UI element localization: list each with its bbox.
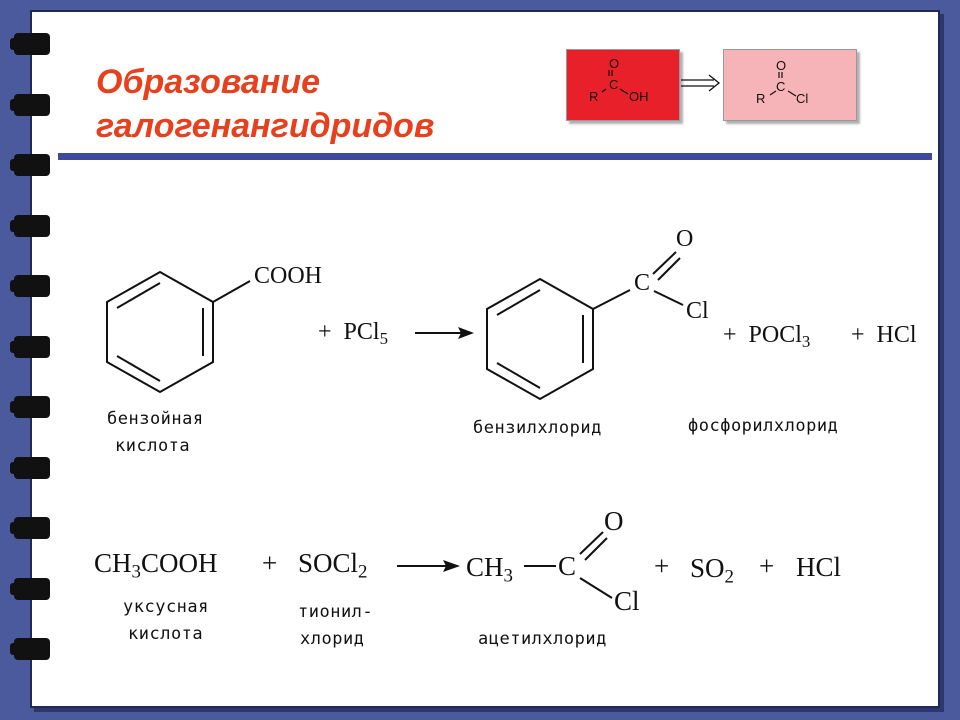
byproduct-so2: SO2 [690,553,734,587]
byproduct-hcl: + HCl [851,322,917,349]
plus-sign: + [759,551,775,581]
label-benzoic-acid-2: кислота [115,436,191,456]
product2-cl-atom: Cl [614,586,640,616]
acid-c-atom: C [609,77,619,92]
ring-cooh-bond [212,280,251,303]
carboxylic-acid-scheme-box: O C R OH [566,49,680,121]
slide-page [30,10,940,708]
socl-subscript: 2 [358,561,368,583]
binder-ring [10,517,50,539]
label-thionyl-1: тионил- [298,602,374,622]
acid-r-c-bond [601,88,607,93]
so-subscript: 2 [724,566,734,588]
page-title: Образование галогенангидридов [96,60,516,148]
reagent-socl2: SOCl2 [298,548,367,582]
label-benzoic-acid-1: бензойная [107,409,204,429]
halide-c-cl-bond [787,90,797,97]
reagent-pcl-subscript: 5 [379,329,388,349]
product2-c-o-double-bond [579,531,604,555]
socl-main: SOCl [298,548,359,578]
product1-c-o-double-bond-2 [657,257,681,281]
product1-cl-atom: Cl [686,298,709,324]
binder-ring [10,33,50,55]
plus-sign: + [851,322,865,348]
acetic-subscript: 3 [131,561,141,583]
acid-oh-group: OH [629,89,649,104]
halide-r-c-bond [769,90,777,96]
byproduct-pocl3: + POCl3 [723,322,811,352]
pocl-main: POCl [748,322,802,348]
title-line-1: Образование [96,63,321,101]
binder-ring [10,577,50,600]
product2-c-cl-bond [579,577,613,599]
reaction-arrow-2 [397,560,460,572]
reagent-pcl-main: PCl [343,319,380,345]
acetic-ch: CH [94,548,132,578]
plus-sign: + [654,551,670,581]
product1-o-atom: O [676,226,694,252]
hcl-text: HCl [876,322,917,348]
binder-ring [10,154,50,176]
acid-c-oh-bond [619,88,629,95]
halide-o-atom: O [776,58,787,73]
benzene-ring-reactant [106,270,214,394]
product2-o-atom: O [604,506,624,536]
product2-ch3: CH3 [466,552,513,586]
product1-c-o-double-bond [652,251,677,275]
product1-c-atom: C [634,270,651,296]
halide-r-group: R [756,91,766,106]
reactant-cooh-group: COOH [254,263,323,289]
binder-ring [10,275,50,297]
ring-carbonyl-bond [592,289,631,310]
acid-r-group: R [589,89,599,104]
halide-c-atom: C [776,79,786,94]
label-thionyl-2: хлорид [300,629,365,649]
product2-subscript: 3 [503,565,513,587]
title-divider [58,153,932,160]
reagent-pcl5: + PCl5 [318,319,388,349]
binder-ring [10,93,50,116]
byproduct-hcl-2: HCl [796,552,842,582]
benzene-ring-product [486,277,594,401]
acid-o-atom: O [609,56,620,71]
label-benzoyl-chloride: бензилхлорид [473,418,602,438]
plus-sign: + [723,322,737,348]
product2-ch: CH [466,552,504,582]
label-acetyl-chloride: ацетилхлорид [478,629,607,649]
product2-c-o-double-bond-2 [584,537,608,561]
binder-ring [10,456,50,479]
acetic-cooh: COOH [140,548,218,578]
halide-cl-atom: Cl [796,91,809,106]
product2-c-atom: C [558,551,577,581]
title-line-2: галогенангидридов [96,107,435,145]
reactant-acetic-acid: CH3COOH [94,548,218,582]
binder-ring [10,638,50,660]
label-phosphoryl-chloride: фосфорилхлорид [688,416,839,436]
so-main: SO [690,553,725,583]
plus-sign: + [262,548,278,578]
binder-ring [10,214,50,237]
product1-c-cl-bond [653,290,684,306]
pocl-subscript: 3 [801,332,811,352]
binder-ring [10,396,50,418]
conversion-double-arrow [681,74,721,92]
binder-ring [10,335,50,358]
label-acetic-acid-1: уксусная [123,597,209,617]
plus-sign: + [318,319,332,345]
acyl-halide-scheme-box: O C R Cl [723,49,857,121]
label-acetic-acid-2: кислота [128,624,204,644]
reaction-arrow-1 [415,327,474,339]
